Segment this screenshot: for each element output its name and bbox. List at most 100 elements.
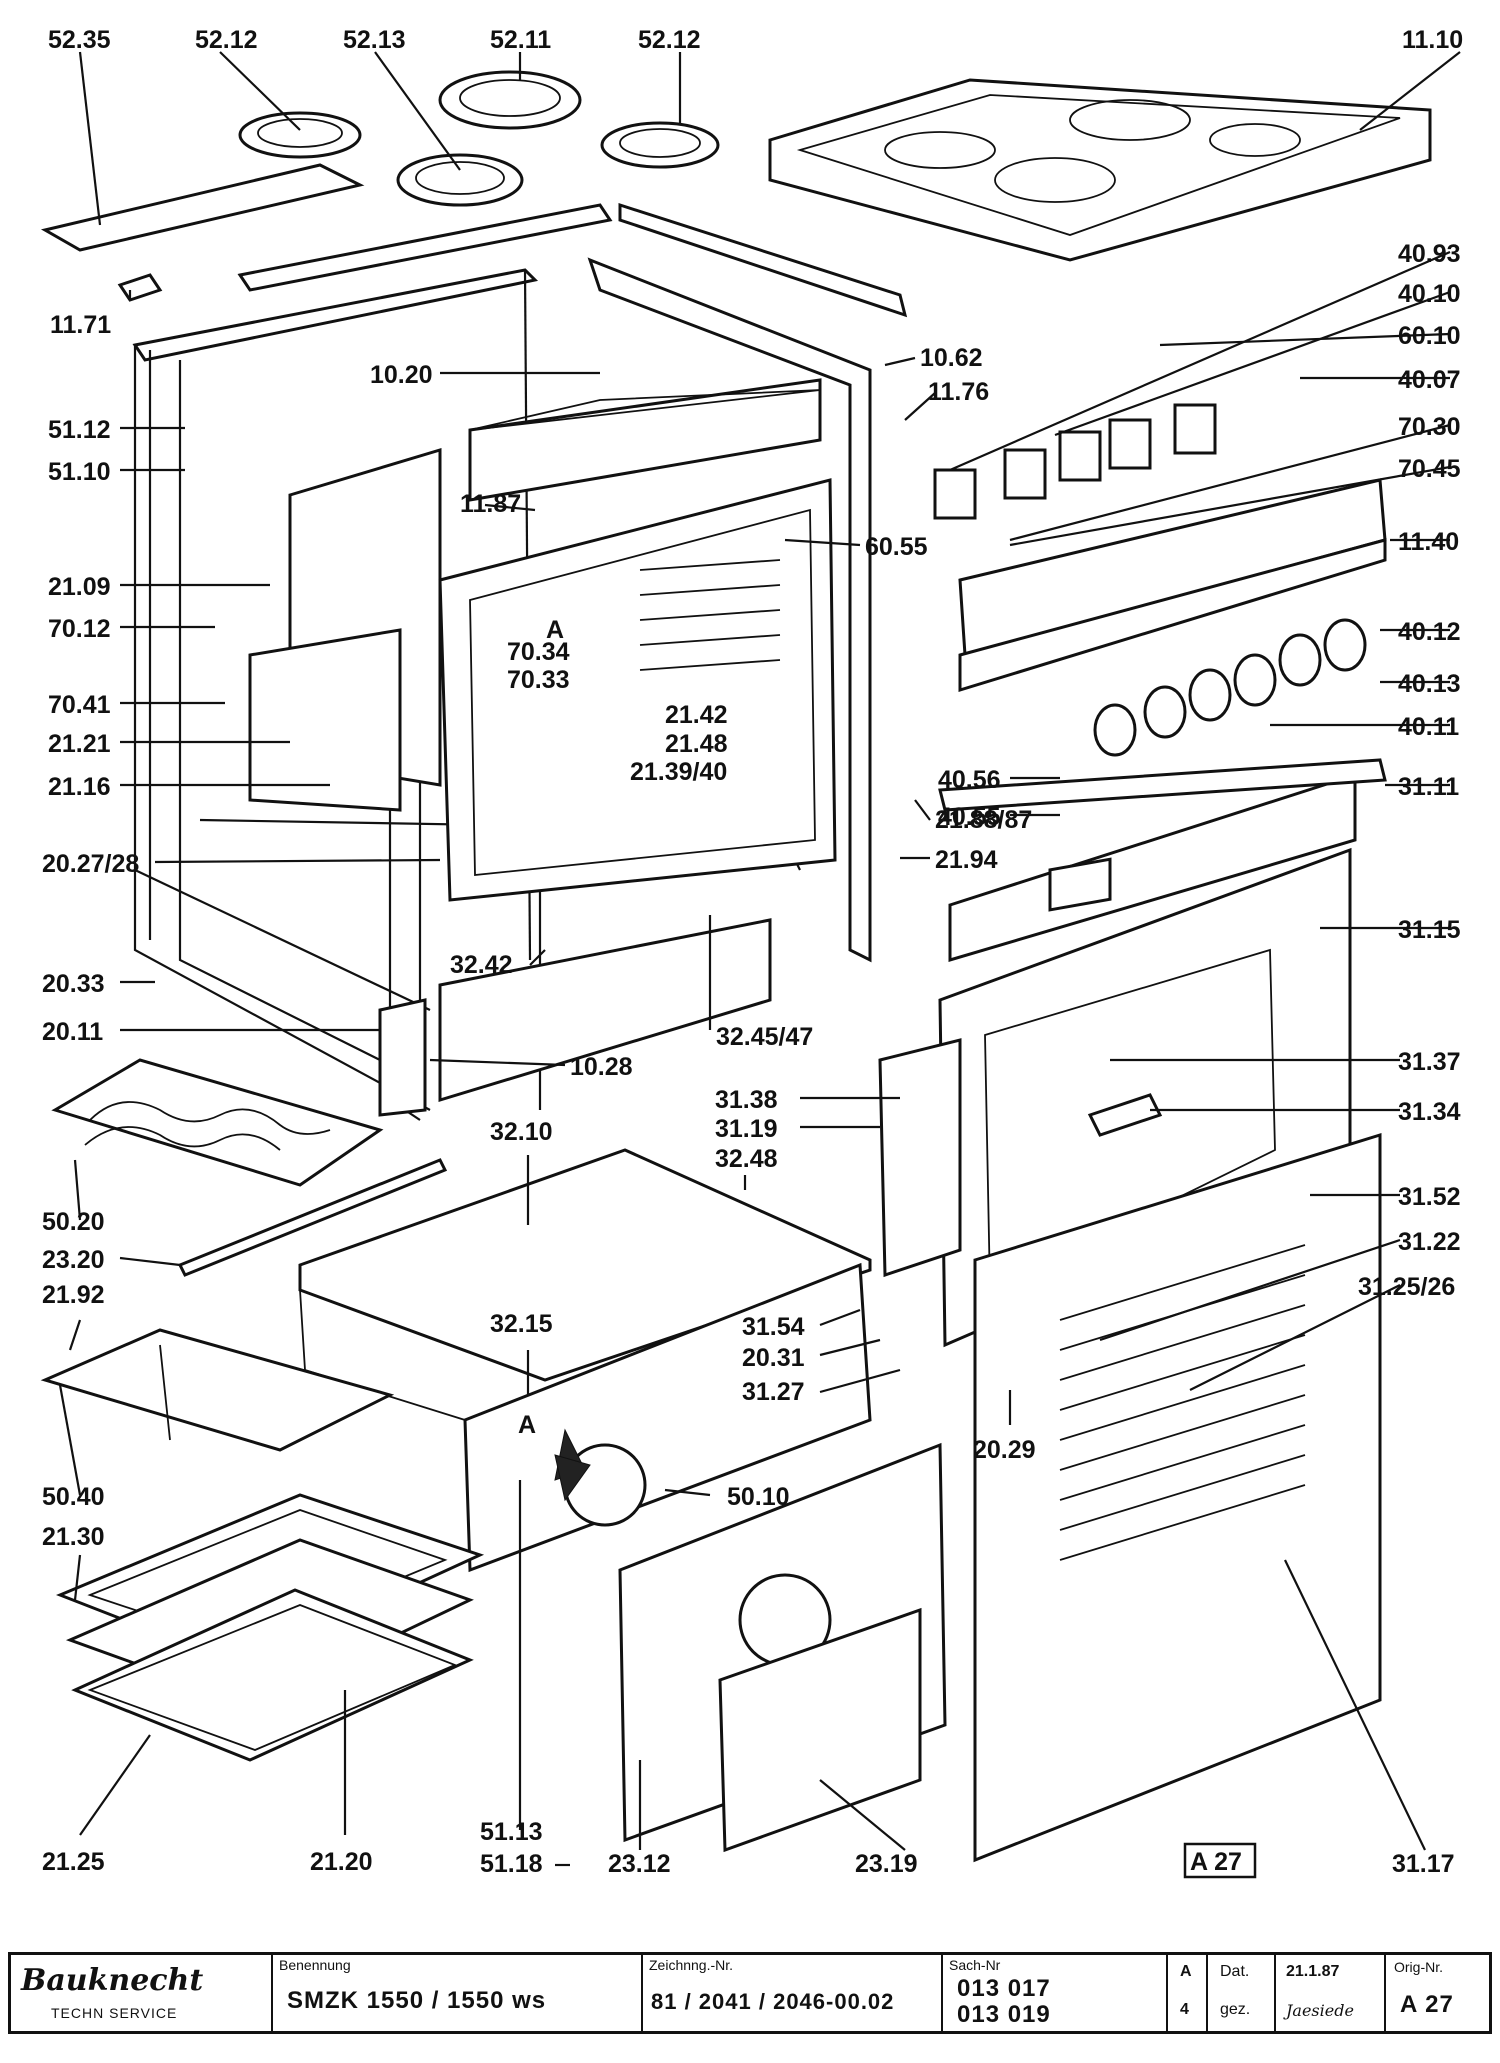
part-label: A bbox=[546, 616, 564, 644]
drawn-by-signature: Jaesiede bbox=[1286, 2001, 1354, 2020]
part-label: 21.39/40 bbox=[630, 758, 727, 786]
part-label: 31.54 bbox=[742, 1313, 805, 1341]
part-label: 21.09 bbox=[48, 573, 111, 601]
part-label: 23.20 bbox=[42, 1246, 105, 1274]
part-label: 70.45 bbox=[1398, 455, 1461, 483]
sheet-code-box bbox=[1183, 1842, 1257, 1879]
designation-value: SMZK 1550 / 1550 ws bbox=[287, 1987, 547, 2014]
date-caption: Dat. bbox=[1220, 1963, 1250, 1980]
part-label: 51.12 bbox=[48, 416, 111, 444]
part-label: 52.35 bbox=[48, 26, 111, 54]
orig-number-cell: Orig-Nr. A 27 bbox=[1386, 1955, 1489, 2031]
part-label: 23.19 bbox=[855, 1850, 918, 1878]
part-label: 10.20 bbox=[370, 361, 433, 389]
oven-shelf-grid bbox=[40, 1328, 395, 1452]
part-label: 11.40 bbox=[1398, 528, 1459, 556]
part-number-labels: 52.35 52.12 52.13 52.11 52.12 11.10 11.7… bbox=[42, 26, 1463, 1878]
part-label: 51.13 bbox=[480, 1818, 543, 1846]
plinth bbox=[378, 918, 772, 1117]
part-label: 20.33 bbox=[42, 970, 105, 998]
part-label: 40.12 bbox=[1398, 618, 1461, 646]
part-label: 21.16 bbox=[48, 773, 111, 801]
part-label: 11.76 bbox=[928, 378, 989, 406]
drawing-number-cell: Zeichnng.-Nr. 81 / 2041 / 2046-00.02 bbox=[643, 1955, 943, 2031]
part-label: 21.25 bbox=[42, 1848, 105, 1876]
title-block: Bauknecht TECHN SERVICE Benennung SMZK 1… bbox=[8, 1952, 1492, 2034]
part-label: 40.07 bbox=[1398, 366, 1461, 394]
part-label: 21.30 bbox=[42, 1523, 105, 1551]
part-label: 40.56 bbox=[938, 766, 1001, 794]
leader-lines bbox=[58, 51, 1461, 1867]
part-label: 31.22 bbox=[1398, 1228, 1461, 1256]
item-caption: Sach-Nr bbox=[949, 1957, 1001, 1973]
part-label: 11.71 bbox=[50, 311, 111, 339]
part-label: 50.20 bbox=[42, 1208, 105, 1236]
lower-front-panel bbox=[973, 1132, 1382, 1863]
brand-logo: Bauknecht bbox=[21, 1963, 204, 1998]
item-number-2: 013 019 bbox=[957, 2001, 1051, 2028]
part-label: 60.10 bbox=[1398, 322, 1461, 350]
part-label: 21.92 bbox=[42, 1281, 105, 1309]
part-label: 70.12 bbox=[48, 615, 111, 643]
part-label: 10.62 bbox=[920, 344, 983, 372]
part-label: 21.48 bbox=[665, 730, 728, 758]
part-label: 31.52 bbox=[1398, 1183, 1461, 1211]
drawing-number: 81 / 2041 / 2046-00.02 bbox=[651, 1989, 895, 2014]
part-label: 31.15 bbox=[1398, 916, 1461, 944]
part-label: 52.13 bbox=[343, 26, 406, 54]
part-label: 20.27/28 bbox=[42, 850, 139, 878]
part-label: 21.20 bbox=[310, 1848, 373, 1876]
date-value: 21.1.87 bbox=[1286, 1963, 1340, 1980]
part-label: 51.18 bbox=[480, 1850, 543, 1878]
part-label: 11.10 bbox=[1402, 26, 1463, 54]
rear-fan-panel bbox=[554, 1428, 947, 1853]
part-label: 40.10 bbox=[1398, 280, 1461, 308]
part-label: 20.31 bbox=[742, 1344, 805, 1372]
part-label: 40.93 bbox=[1398, 240, 1461, 268]
part-label: 31.11 bbox=[1398, 773, 1459, 801]
part-label: 10.28 bbox=[570, 1053, 633, 1081]
date-cell: 21.1.87 Jaesiede bbox=[1276, 1955, 1386, 2031]
designation-caption: Benennung bbox=[279, 1957, 351, 1973]
part-label: 31.37 bbox=[1398, 1048, 1461, 1076]
part-label: 31.27 bbox=[742, 1378, 805, 1406]
revision-number: 4 bbox=[1180, 2001, 1189, 2018]
part-label: 40.11 bbox=[1398, 713, 1459, 741]
revision-letter: A bbox=[1180, 1963, 1192, 1980]
drawing-caption: Zeichnng.-Nr. bbox=[649, 1957, 734, 1973]
cooktop-glass-panel bbox=[768, 78, 1432, 262]
part-label: 60.55 bbox=[865, 533, 928, 561]
part-label: 31.19 bbox=[715, 1115, 778, 1143]
part-label: 52.11 bbox=[490, 26, 551, 54]
part-label: 51.10 bbox=[48, 458, 111, 486]
revision-cell: A 4 bbox=[1168, 1955, 1208, 2031]
part-label: 31.25/26 bbox=[1358, 1273, 1455, 1301]
part-label: 40.13 bbox=[1398, 670, 1461, 698]
brand-cell: Bauknecht TECHN SERVICE bbox=[11, 1955, 273, 2031]
part-label: 70.30 bbox=[1398, 413, 1461, 441]
part-label: 50.10 bbox=[727, 1483, 790, 1511]
part-label: 32.10 bbox=[490, 1118, 553, 1146]
sheet-code: A 27 bbox=[1190, 1848, 1242, 1876]
drawn-caption: gez. bbox=[1220, 2001, 1251, 2018]
part-label: 32.42 bbox=[450, 951, 513, 979]
item-number-1: 013 017 bbox=[957, 1975, 1051, 2002]
part-label: 52.12 bbox=[195, 26, 258, 54]
part-label: 21.88/87 bbox=[935, 806, 1032, 834]
orig-number: A 27 bbox=[1400, 1991, 1454, 2018]
switches bbox=[933, 403, 1217, 520]
control-panel bbox=[933, 403, 1387, 757]
baking-trays bbox=[55, 1493, 485, 1762]
part-label: 32.48 bbox=[715, 1145, 778, 1173]
part-label: 31.38 bbox=[715, 1086, 778, 1114]
part-label: 70.33 bbox=[507, 666, 570, 694]
orig-caption: Orig-Nr. bbox=[1394, 1959, 1443, 1975]
part-label: 40.55 bbox=[938, 803, 1001, 831]
part-label: 23.12 bbox=[608, 1850, 671, 1878]
part-label: 52.12 bbox=[638, 26, 701, 54]
control-knobs bbox=[1093, 618, 1367, 757]
hot-plate-rings bbox=[238, 70, 720, 207]
part-label: 32.15 bbox=[490, 1310, 553, 1338]
grill-element bbox=[51, 1058, 448, 1277]
